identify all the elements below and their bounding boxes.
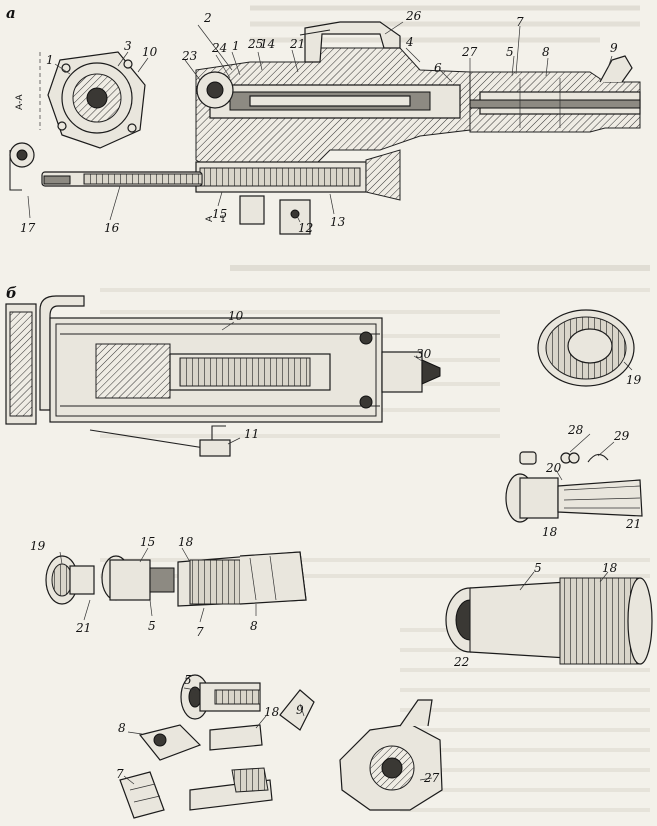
chuck-bushing-22 [445, 571, 653, 665]
callout-27: 27 [461, 45, 478, 59]
callout-22: 22 [453, 655, 469, 669]
callout-21: 21 [289, 37, 305, 51]
callout-15: 15 [212, 207, 227, 221]
ratchet-ring-19 [537, 309, 635, 387]
callout-labels: а б А-А А 1 1 2 3 4 5 6 7 8 9 10 14 21 2… [6, 4, 642, 785]
callout-11: 11 [244, 427, 259, 441]
callout-7: 7 [516, 15, 524, 29]
section-mark-aa: А-А [15, 94, 25, 110]
leader-lines-a [27, 21, 613, 223]
callout-26: 26 [405, 9, 422, 23]
callout-7b: 7 [196, 625, 204, 639]
cylinder-housing [195, 21, 471, 181]
callout-3: 3 [124, 39, 132, 53]
callout-28: 28 [567, 423, 584, 437]
callout-12: 12 [298, 221, 313, 235]
callout-19: 19 [626, 373, 642, 387]
air-hose-assembly [9, 142, 203, 191]
callout-6: 6 [434, 61, 442, 75]
callout-13: 13 [330, 215, 346, 229]
callout-8c: 8 [118, 721, 126, 735]
callout-8b: 8 [250, 619, 258, 633]
section-mark-bottom-num: 1 [220, 215, 226, 225]
rifle-bar-18-21 [505, 469, 643, 523]
callout-4: 4 [405, 35, 414, 49]
callout-15b: 15 [140, 535, 155, 549]
callout-18c: 18 [602, 561, 618, 575]
callout-1: 1 [46, 53, 54, 67]
panel-label-b: б [6, 284, 17, 302]
callout-14: 14 [260, 37, 275, 51]
callout-7c: 7 [116, 767, 124, 781]
callout-1b: 1 [232, 39, 240, 53]
callout-30: 30 [416, 347, 432, 361]
callout-27b: 27 [423, 771, 440, 785]
callout-2: 2 [203, 11, 212, 25]
section-view-a [9, 21, 641, 235]
callout-19b: 19 [30, 539, 46, 553]
callout-18: 18 [542, 525, 558, 539]
callout-20: 20 [545, 461, 562, 475]
callout-10b: 10 [228, 309, 244, 323]
top-view-b [5, 295, 441, 457]
callout-29: 29 [613, 429, 630, 443]
rotator-head-27 [339, 699, 443, 811]
callout-24: 24 [211, 41, 227, 55]
callout-5d: 5 [184, 673, 192, 687]
chuck-barrel [469, 55, 641, 133]
end-view-flange [39, 51, 146, 149]
callout-5c: 5 [534, 561, 542, 575]
callout-25: 25 [247, 37, 263, 51]
callout-18d: 18 [264, 705, 280, 719]
callout-17: 17 [20, 221, 36, 235]
small-parts-bottom [119, 674, 315, 819]
callout-9: 9 [610, 41, 618, 55]
panel-label-a: а [6, 4, 16, 22]
callout-21c: 21 [75, 621, 91, 635]
callout-10: 10 [142, 45, 158, 59]
callout-5: 5 [506, 45, 514, 59]
callout-21b: 21 [625, 517, 641, 531]
callout-16: 16 [104, 221, 120, 235]
pawl-parts-20-29 [519, 433, 615, 465]
exploded-assembly-lower [45, 547, 307, 623]
callout-23: 23 [181, 49, 198, 63]
section-mark-bottom: А [205, 215, 215, 222]
callout-18b: 18 [178, 535, 194, 549]
callout-8: 8 [542, 45, 550, 59]
callout-9b: 9 [296, 703, 304, 717]
callout-5b: 5 [148, 619, 156, 633]
